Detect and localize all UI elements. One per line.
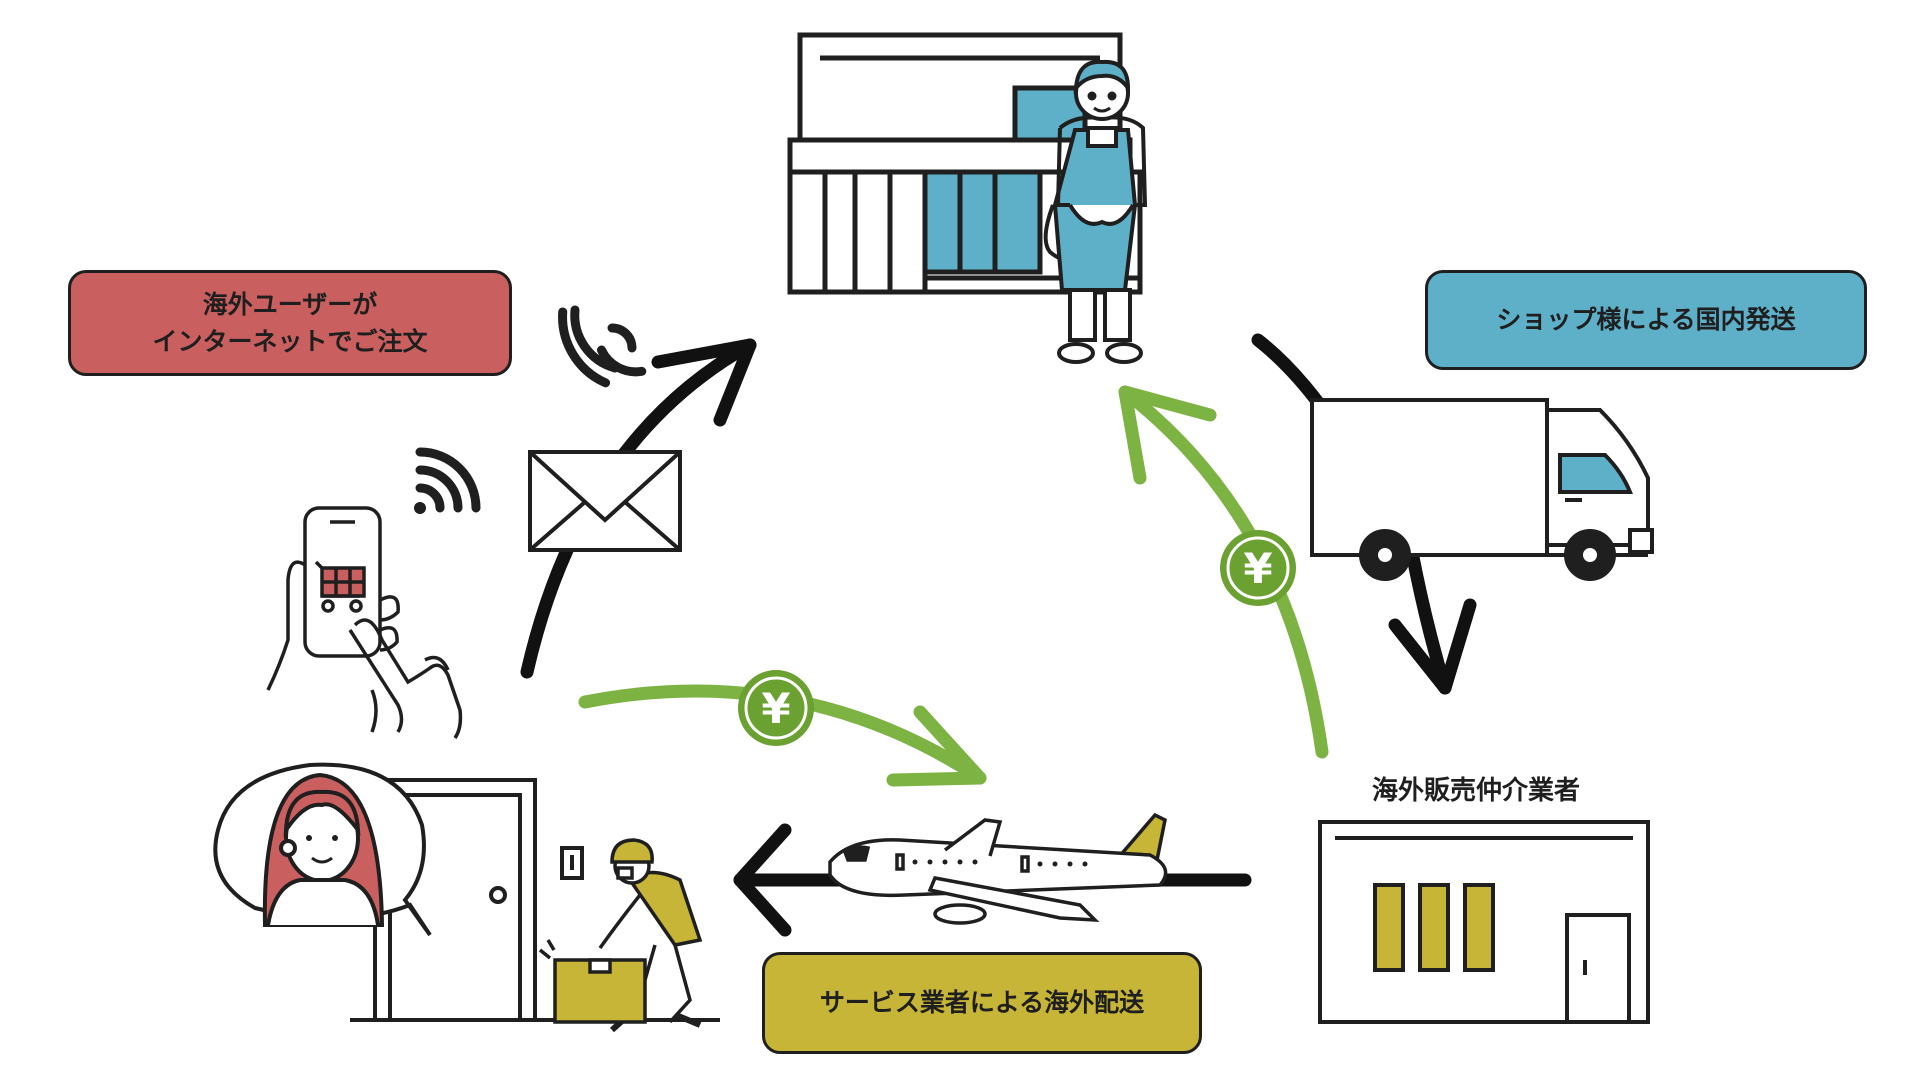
wifi-icon bbox=[558, 305, 647, 388]
package-icon bbox=[538, 939, 647, 1024]
courier-icon bbox=[598, 838, 703, 1033]
shop-shipping-text: ショップ様による国内発送 bbox=[1496, 305, 1796, 335]
yen-label: ¥ bbox=[1243, 544, 1272, 593]
overseas-delivery-text: サービス業者による海外配送 bbox=[819, 988, 1145, 1018]
agency-title: 海外販売仲介業者 bbox=[1371, 776, 1580, 806]
yen-label: ¥ bbox=[761, 684, 790, 733]
overseas-user-line-2: インターネットでご注文 bbox=[152, 327, 428, 356]
airplane-icon bbox=[828, 812, 1168, 925]
shop-staff-icon bbox=[1043, 59, 1148, 364]
envelope-icon bbox=[528, 450, 682, 552]
shop-domestic-shipping-label: ショップ様による国内発送 bbox=[1425, 270, 1867, 370]
shipping-arrow bbox=[1251, 333, 1477, 695]
yen-icon: ¥ bbox=[1220, 530, 1296, 606]
customer-avatar-icon bbox=[213, 762, 432, 937]
yen-icon: ¥ bbox=[738, 670, 814, 746]
overseas-delivery-label: サービス業者による海外配送 bbox=[762, 952, 1202, 1054]
agency-building-icon bbox=[1318, 820, 1650, 1024]
overseas-user-order-label: 海外ユーザーが インターネットでご注文 bbox=[68, 270, 512, 376]
wifi-icon bbox=[414, 447, 481, 514]
overseas-user-line-1: 海外ユーザーが bbox=[202, 289, 378, 319]
smartphone-cart-icon bbox=[266, 506, 463, 740]
truck-icon bbox=[1310, 398, 1654, 581]
